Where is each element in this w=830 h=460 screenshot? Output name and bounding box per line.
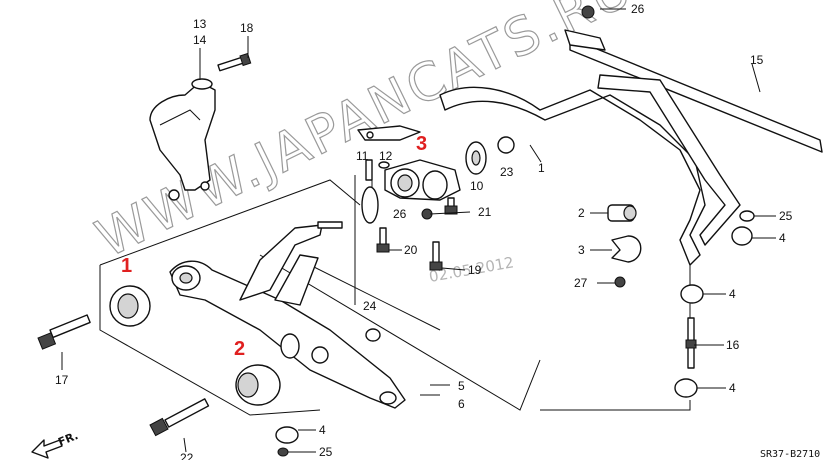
callout-17: 17 (55, 373, 69, 387)
bushing-4-b (680, 284, 704, 304)
callout-21: 21 (478, 205, 492, 219)
bolt-20 (376, 227, 390, 253)
bushing-2 (235, 364, 281, 406)
bolt-19 (429, 241, 443, 271)
nut-25-right (739, 210, 755, 222)
callout-14: 14 (193, 33, 207, 47)
callout-2: 2 (578, 206, 585, 220)
lower-control-arm (169, 221, 406, 409)
bracket-3 (357, 125, 421, 141)
stabilizer-bar (439, 5, 823, 266)
callout-16: 16 (726, 338, 740, 352)
callout-4-b: 4 (729, 287, 736, 301)
callout-10: 10 (470, 179, 484, 193)
front-direction-arrow: FR. (31, 429, 80, 459)
callout-18: 18 (240, 21, 254, 35)
marker-1: 1 (121, 255, 132, 277)
callout-5: 5 (458, 379, 465, 393)
marker-2: 2 (234, 338, 245, 360)
bushing-1 (109, 285, 151, 327)
nut-23 (497, 136, 515, 154)
callout-25-bottom: 25 (319, 445, 333, 459)
callout-4-d: 4 (319, 423, 326, 437)
callout-27: 27 (574, 276, 588, 290)
bushing-4-c (674, 378, 698, 398)
callout-26-mid: 26 (393, 207, 407, 221)
steering-knuckle (149, 78, 216, 201)
callout-4-c: 4 (729, 381, 736, 395)
callout-13: 13 (193, 17, 207, 31)
callout-1: 1 (538, 161, 545, 175)
bolt-18 (217, 52, 252, 72)
callout-23: 23 (500, 165, 514, 179)
nut-27 (614, 276, 626, 288)
assembly-lines (99, 170, 691, 416)
leader-lines (61, 8, 776, 453)
callout-25-right: 25 (779, 209, 793, 223)
bushing-4-lower (275, 426, 299, 457)
bolt-22 (149, 398, 210, 437)
stabilizer-bushing-2 (607, 204, 637, 222)
marker-3: 3 (416, 133, 427, 155)
front-direction-label: FR. (56, 429, 80, 449)
callout-3: 3 (578, 243, 585, 257)
link-16 (685, 317, 697, 369)
callout-6: 6 (458, 397, 465, 411)
bushing-4-a (731, 226, 753, 246)
bolt-17 (37, 314, 91, 350)
bushing-assembly-3 (361, 159, 461, 224)
callout-20: 20 (404, 243, 418, 257)
callout-12: 12 (379, 149, 393, 163)
diagram-code: SR37-B2710 (760, 449, 820, 460)
callout-4-a: 4 (779, 231, 786, 245)
callout-11: 11 (356, 149, 369, 163)
bushing-10 (465, 141, 487, 175)
callout-26-top: 26 (631, 2, 645, 16)
nut-24 (365, 328, 381, 342)
callout-24: 24 (363, 299, 377, 313)
callout-22: 22 (180, 451, 194, 460)
bolt-21 (444, 197, 458, 215)
callout-19: 19 (468, 263, 482, 277)
callout-15: 15 (750, 53, 764, 67)
holder-3 (611, 235, 642, 263)
